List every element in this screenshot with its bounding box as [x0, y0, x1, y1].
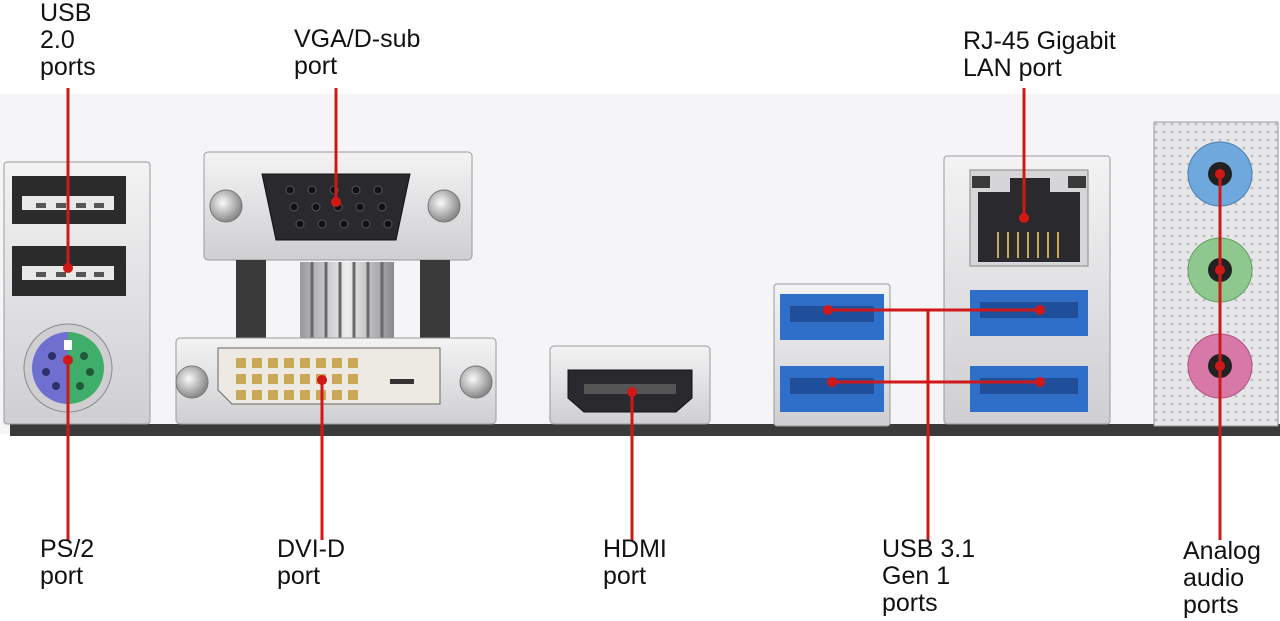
audio-ports — [1153, 121, 1279, 427]
label-vga-port: VGA/D-sub port — [294, 25, 421, 80]
label-hdmi-port: HDMI port — [603, 535, 667, 590]
vga-rear-pins — [236, 260, 450, 340]
usb31-stack-left — [773, 283, 891, 427]
vga-port — [203, 151, 473, 340]
label-usb20-ports: USB 2.0 ports — [40, 0, 96, 81]
callout-dots — [63, 169, 1225, 397]
usb20-ps2-stack — [3, 161, 151, 425]
hdmi-port — [549, 345, 711, 425]
label-usb31-ports: USB 3.1 Gen 1 ports — [882, 535, 976, 617]
callout-lines — [66, 88, 1222, 540]
rj45-usb31-stack — [943, 155, 1111, 425]
motherboard-pcb-edge — [10, 424, 1280, 436]
rj45-port — [969, 169, 1089, 267]
label-dvi-port: DVI-D port — [277, 535, 346, 590]
label-audio-ports: Analog audio ports — [1183, 537, 1261, 619]
dvi-port — [175, 337, 497, 425]
label-rj45-port: RJ-45 Gigabit LAN port — [963, 27, 1116, 82]
label-ps2-port: PS/2 port — [40, 535, 95, 590]
